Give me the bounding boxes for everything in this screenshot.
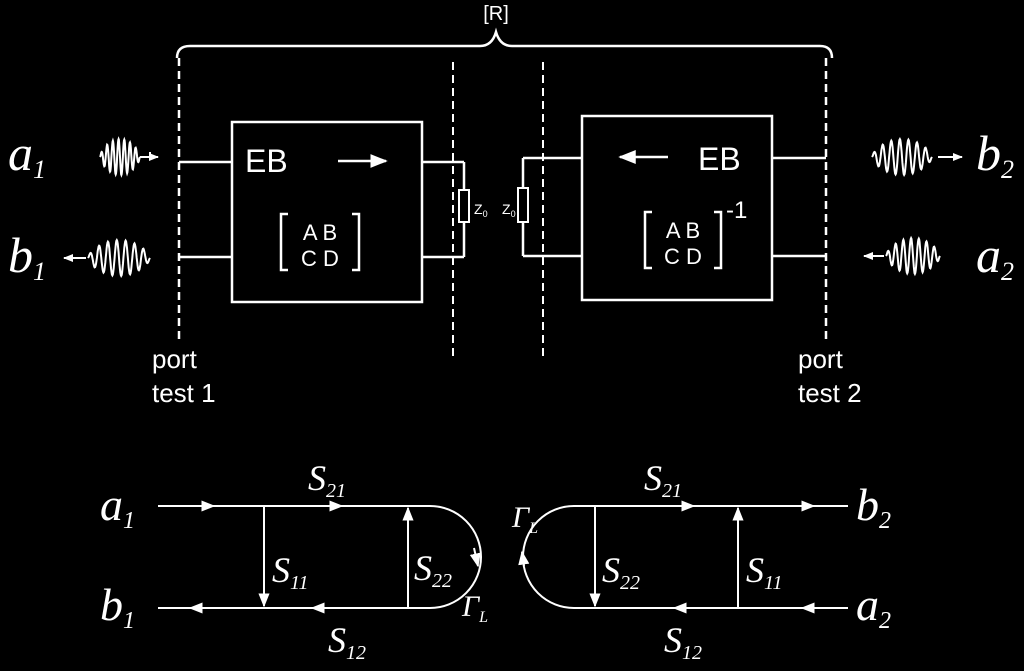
sfg-right-s11: S11 — [746, 550, 783, 594]
wave-label-b1: b1 — [8, 227, 46, 286]
impedance-left-resistor — [458, 189, 470, 223]
sfg-left-s22: S22 — [414, 548, 452, 592]
sfg-left-s21: S21 — [308, 458, 346, 502]
wave-icon-a1 — [99, 136, 141, 178]
wave-icon-b2 — [871, 136, 933, 178]
sfg-right-b2: b2 — [856, 479, 891, 534]
sfg-left-b1: b1 — [100, 579, 135, 634]
eb-left-title: EB — [245, 143, 288, 179]
eb-right-matrix-row1: A B — [666, 218, 700, 243]
sfg-left-gamma: ΓL — [461, 590, 488, 626]
sfg-left-a1: a1 — [100, 479, 135, 534]
sfg-right-s22: S22 — [602, 550, 640, 594]
eb-block-right — [580, 114, 774, 302]
eb-left-matrix-row1: A B — [303, 220, 337, 245]
wave-label-a1: a1 — [8, 125, 46, 184]
eb-left-matrix-row2: C D — [301, 246, 339, 271]
bracket-brace — [175, 27, 834, 59]
wave-icon-b1 — [87, 237, 151, 279]
eb-right-exponent: -1 — [726, 197, 747, 224]
wave-icon-a2 — [885, 235, 941, 277]
sfg-right-s12: S12 — [664, 620, 702, 664]
sfg-left-s11: S11 — [272, 550, 309, 594]
wave-label-b2: b2 — [976, 125, 1014, 184]
sfg-right-a2: a2 — [856, 579, 891, 634]
sfg-left-s12: S12 — [328, 620, 366, 664]
impedance-right-resistor — [517, 187, 529, 223]
impedance-left-label: Z0 — [474, 201, 488, 219]
eb-right-title: EB — [698, 141, 741, 177]
wave-label-a2: a2 — [976, 227, 1014, 286]
eb-right-matrix-row2: C D — [664, 244, 702, 269]
eb-block-left — [230, 120, 424, 304]
sfg-right-gamma: ΓL — [511, 501, 538, 537]
sfg-right-s21: S21 — [644, 458, 682, 502]
impedance-right-label: Z0 — [502, 201, 516, 219]
bracket-label: [R] — [483, 3, 509, 25]
sfg-left-gamma-loop — [408, 505, 482, 609]
